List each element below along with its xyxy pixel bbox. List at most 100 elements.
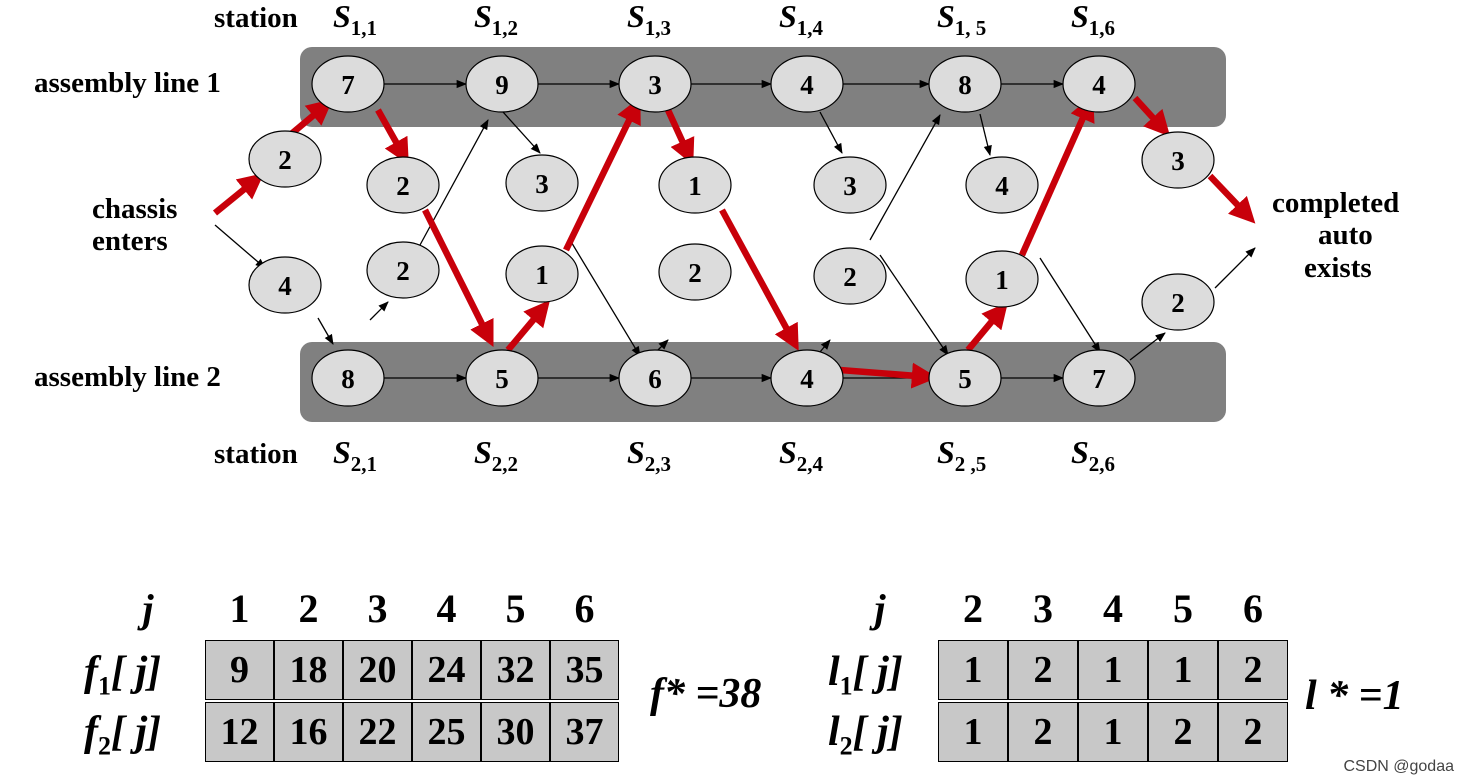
svg-text:2: 2 — [1171, 288, 1185, 318]
table-cell: 32 — [481, 640, 550, 700]
table-cell: 2 — [1008, 640, 1078, 700]
line1-station-node: 4 — [770, 55, 844, 113]
table-cell: 2 — [1218, 702, 1288, 762]
thin-arrow — [819, 111, 843, 154]
line1-station-node: 8 — [928, 55, 1002, 113]
table-cell: 12 — [205, 702, 274, 762]
l-star: l * =1 — [1305, 673, 1404, 719]
svg-text:1: 1 — [995, 265, 1009, 295]
table-header: 4 — [1103, 586, 1123, 631]
svg-text:9: 9 — [495, 70, 509, 100]
table-cell: 20 — [343, 640, 412, 700]
line2-station-node: 7 — [1062, 349, 1136, 407]
station-label: S1,2 — [474, 0, 518, 40]
table-cell: 1 — [1148, 640, 1218, 700]
thin-arrow — [1039, 257, 1101, 353]
line2-label: assembly line 2 — [34, 361, 221, 393]
table-header: 5 — [505, 586, 526, 631]
svg-text:2: 2 — [396, 171, 410, 201]
table-header: 2 — [298, 586, 319, 631]
svg-text:4: 4 — [800, 70, 814, 100]
table-cell: 1 — [1078, 640, 1148, 700]
thin-arrow — [569, 239, 641, 357]
f2-row-label: f2[ j] — [84, 709, 162, 761]
red-path-arrow — [505, 300, 551, 353]
line2-station-node: 4 — [770, 349, 844, 407]
station-label: S1, 5 — [937, 0, 986, 40]
thin-arrow — [979, 113, 992, 157]
chassis-label: chassis — [92, 193, 177, 225]
station-label: S1,4 — [779, 0, 824, 40]
table-cell: 2 — [1008, 702, 1078, 762]
table-cell: 2 — [1218, 640, 1288, 700]
line1-label: assembly line 1 — [34, 67, 221, 99]
table-cell: 22 — [343, 702, 412, 762]
table-cell: 30 — [481, 702, 550, 762]
red-path-arrow — [719, 208, 799, 351]
station-label: S1,3 — [627, 0, 671, 40]
svg-text:6: 6 — [648, 364, 662, 394]
red-path-arrow — [563, 96, 641, 252]
line2-station-node: 5 — [928, 349, 1002, 407]
transfer-top-node: 4 — [965, 156, 1039, 214]
station-label: S2,1 — [333, 434, 377, 476]
f1-row-label: f1[ j] — [84, 649, 162, 701]
svg-text:7: 7 — [341, 70, 355, 100]
red-path-arrow — [212, 173, 265, 216]
svg-text:8: 8 — [958, 70, 972, 100]
line2-station-node: 6 — [618, 349, 692, 407]
table-cell: 35 — [550, 640, 619, 700]
table-header: 4 — [436, 586, 457, 631]
table-cell: 18 — [274, 640, 343, 700]
line1-station-node: 9 — [465, 55, 539, 113]
transfer-bottom-node: 2 — [366, 241, 440, 299]
transfer-top-node: 2 — [248, 130, 322, 188]
svg-text:2: 2 — [278, 145, 292, 175]
transfer-bottom-node: 2 — [1141, 273, 1215, 331]
svg-text:4: 4 — [278, 271, 292, 301]
red-path-arrow — [287, 98, 333, 138]
line1-station-node: 3 — [618, 55, 692, 113]
svg-text:3: 3 — [1171, 146, 1185, 176]
svg-text:1: 1 — [535, 260, 549, 290]
svg-text:4: 4 — [995, 171, 1009, 201]
thin-arrow — [1129, 332, 1166, 361]
svg-text:2: 2 — [843, 262, 857, 292]
transfer-bottom-node: 1 — [505, 245, 579, 303]
table-cell: 1 — [938, 640, 1008, 700]
red-path-arrow — [422, 208, 494, 347]
thin-arrow — [502, 111, 541, 154]
transfer-bottom-node: 1 — [965, 250, 1039, 308]
red-path-arrow — [965, 302, 1008, 353]
table-cell: 2 — [1148, 702, 1218, 762]
station-label: S2,3 — [627, 434, 671, 476]
svg-text:3: 3 — [648, 70, 662, 100]
red-path-arrow — [1132, 95, 1171, 137]
station-word-top: station — [214, 2, 298, 34]
table-cell: 24 — [412, 640, 481, 700]
table-header: 2 — [963, 586, 983, 631]
svg-text:5: 5 — [958, 364, 972, 394]
svg-text:4: 4 — [800, 364, 814, 394]
l1-row-label: l1[ j] — [828, 649, 903, 701]
transfer-bottom-node: 2 — [813, 247, 887, 305]
fastest-path — [212, 94, 1256, 389]
svg-text:2: 2 — [396, 256, 410, 286]
completed-label: completed — [1272, 187, 1399, 219]
svg-text:2: 2 — [688, 258, 702, 288]
transfer-top-node: 3 — [813, 156, 887, 214]
exists-label: exists — [1304, 252, 1372, 284]
transfer-arrows — [214, 79, 1256, 383]
station-label: S2,2 — [474, 434, 518, 476]
table-header: 5 — [1173, 586, 1193, 631]
station-word-bottom: station — [214, 438, 298, 470]
thin-arrow — [879, 254, 949, 356]
f-star: f* =38 — [650, 671, 762, 717]
transfer-bottom-node: 4 — [248, 256, 322, 314]
svg-text:1: 1 — [688, 171, 702, 201]
table-cell: 9 — [205, 640, 274, 700]
l2-row-label: l2[ j] — [828, 709, 903, 761]
station-label: S2,6 — [1071, 434, 1115, 476]
